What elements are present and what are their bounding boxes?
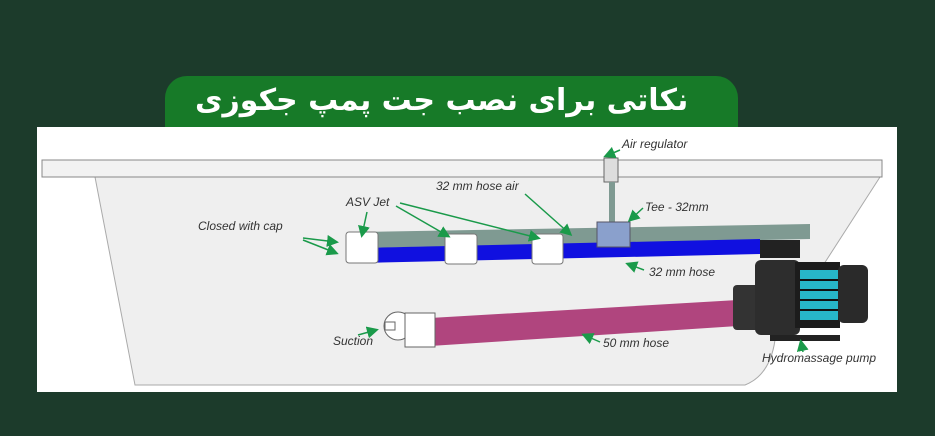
label-asv-jet: ASV Jet [345, 195, 390, 209]
suction-fitting [383, 311, 436, 348]
jacuzzi-installation-diagram: Air regulator 32 mm hose air ASV Jet Tee… [41, 137, 883, 386]
tub-rim [41, 159, 883, 178]
title-banner: نکاتی برای نصب جت پمپ جکوزی [165, 76, 738, 127]
label-tee: Tee - 32mm [645, 200, 709, 214]
label-air-regulator: Air regulator [621, 137, 688, 151]
air-regulator [603, 157, 619, 183]
air-pipe [609, 182, 615, 224]
label-suction: Suction [333, 334, 373, 348]
label-pump: Hydromassage pump [762, 351, 876, 365]
jets [345, 231, 564, 265]
label-hose-50: 50 mm hose [603, 336, 669, 350]
label-hose-air: 32 mm hose air [436, 179, 520, 193]
diagram-panel: Air regulator 32 mm hose air ASV Jet Tee… [37, 127, 897, 392]
label-closed-with-cap: Closed with cap [198, 219, 283, 233]
page-title: نکاتی برای نصب جت پمپ جکوزی [195, 83, 689, 118]
suction-hose-50 [430, 300, 738, 346]
hydromassage-pump [733, 240, 868, 341]
label-hose-32: 32 mm hose [649, 265, 715, 279]
tee-fitting [596, 221, 631, 248]
